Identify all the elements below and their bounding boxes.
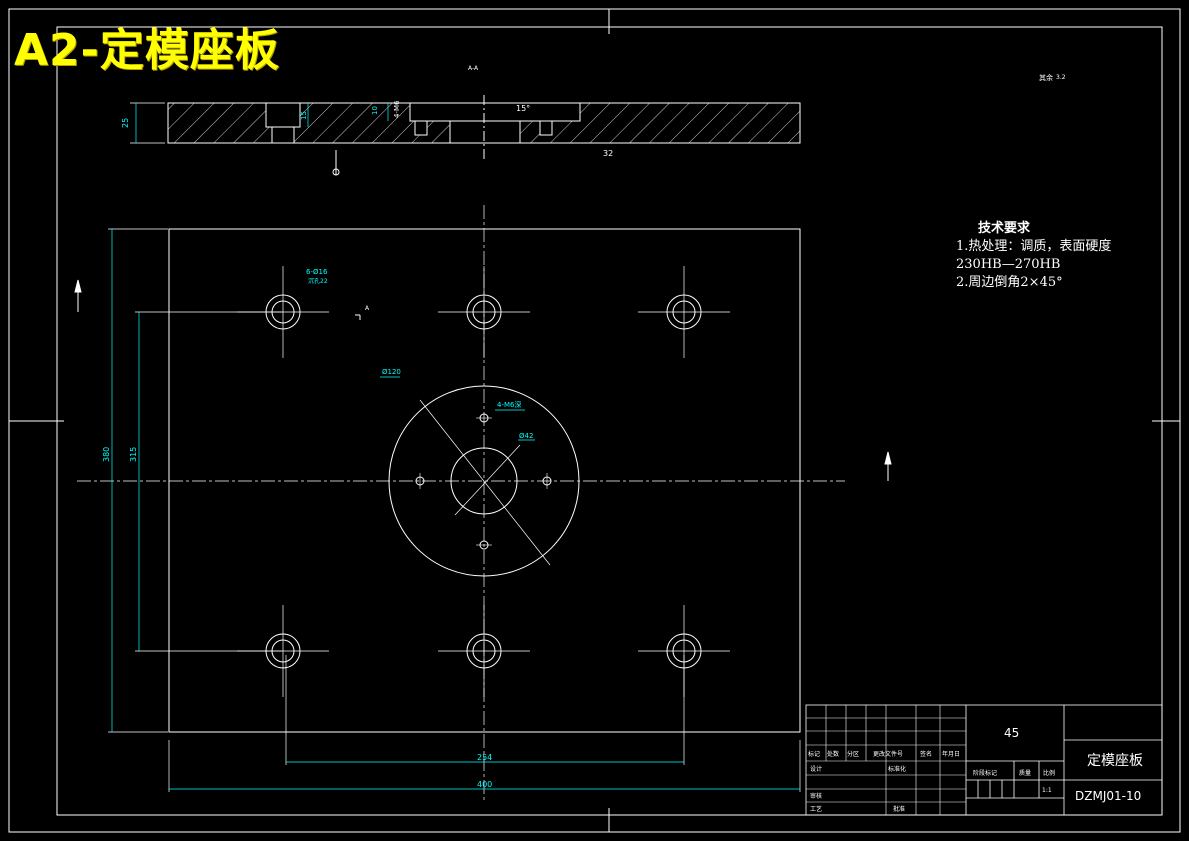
- dim-thread: 4-M6: [393, 100, 401, 118]
- tb-hdr-sign: 签名: [920, 750, 932, 758]
- dim-width-254: 254: [477, 753, 492, 762]
- tb-review: 审核: [810, 792, 822, 800]
- tb-scale: 1:1: [1042, 787, 1052, 794]
- dim-thickness: 25: [121, 118, 130, 128]
- centering-marks: [9, 9, 1180, 832]
- tb-material: 45: [1004, 726, 1019, 740]
- tech-line-3: 2.周边倒角2×45°: [956, 275, 1063, 290]
- dim-chamfer: 15°: [516, 104, 530, 113]
- sprue-bore: [450, 447, 518, 515]
- dim-small-depth: 10: [371, 106, 379, 115]
- tb-ratio: 比例: [1043, 769, 1055, 777]
- tb-design: 设计: [810, 765, 822, 773]
- counterbore-holes: [237, 266, 730, 697]
- tb-weight: 质量: [1019, 769, 1031, 777]
- tb-stage: 阶段标记: [973, 769, 997, 777]
- hole-note: 6-Ø16: [306, 268, 328, 276]
- dim-height-380: 380: [102, 447, 111, 462]
- section-view: [130, 95, 801, 176]
- tb-process: 工艺: [810, 805, 822, 813]
- plan-view: [74, 205, 892, 800]
- drawing-frame: [56, 26, 1163, 816]
- roughness-note: 其余: [1039, 73, 1053, 82]
- hole-sub-note: 沉孔22: [308, 277, 328, 285]
- tech-line-2: 230HB—270HB: [956, 257, 1061, 272]
- section-label: A-A: [468, 65, 479, 72]
- tb-part-name: 定模座板: [1087, 753, 1143, 769]
- view-arrow-label: A: [365, 305, 370, 312]
- sheet-title: A2-定模座板: [14, 25, 280, 76]
- dim-height-315: 315: [129, 447, 138, 462]
- tb-hdr-count: 处数: [827, 750, 839, 758]
- tb-drawing-no: DZMJ01-10: [1075, 789, 1141, 803]
- tb-approve: 批准: [893, 805, 905, 813]
- thread-note-plan: 4-M6深: [497, 400, 521, 409]
- tb-hdr-zone: 分区: [847, 750, 859, 758]
- dim-width-400: 400: [477, 780, 492, 789]
- dim-surface: 32: [603, 149, 613, 158]
- title-block-rows: [806, 705, 966, 815]
- tech-requirements: 技术要求 1.热处理：调质，表面硬度 230HB—270HB 2.周边倒角2×4…: [956, 220, 1111, 292]
- tb-hdr-doc: 更改文件号: [873, 750, 903, 758]
- dim-counterbore-depth: 15: [300, 111, 308, 120]
- tb-hdr-date: 年月日: [942, 750, 960, 758]
- locating-ring-bore: [388, 385, 580, 577]
- roughness-value: 3.2: [1056, 74, 1066, 81]
- dim-dia-120: Ø120: [382, 368, 401, 376]
- tech-heading: 技术要求: [978, 221, 1031, 236]
- title-block-grid: [805, 704, 1163, 816]
- dim-dia-42: Ø42: [519, 432, 533, 440]
- tb-standard: 标准化: [888, 765, 906, 773]
- tech-line-1: 1.热处理：调质，表面硬度: [956, 239, 1112, 254]
- tb-hdr-mark: 标记: [808, 750, 820, 758]
